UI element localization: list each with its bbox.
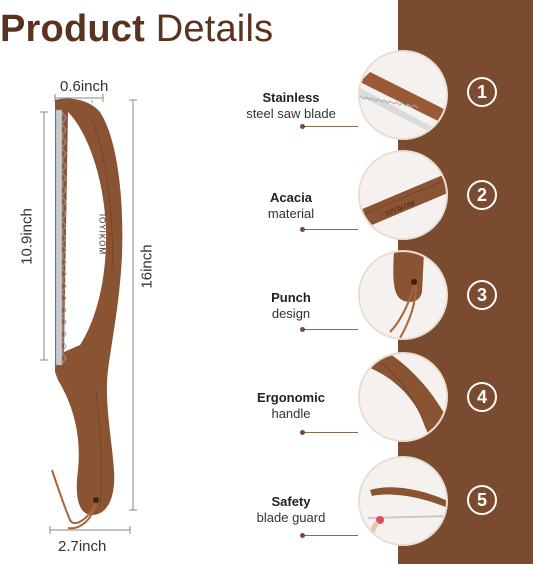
connector-dot bbox=[300, 533, 305, 538]
feature-5-photo bbox=[358, 456, 448, 546]
feature-number-badge: 3 bbox=[467, 280, 497, 310]
handle-width-label: 2.7inch bbox=[58, 538, 107, 555]
feature-title: Acacia bbox=[270, 190, 312, 205]
feature-1-connector bbox=[303, 126, 358, 127]
feature-title: Punch bbox=[271, 290, 311, 305]
title-regular: Details bbox=[155, 8, 274, 50]
feature-subtitle: handle bbox=[271, 406, 311, 421]
feature-2-connector bbox=[303, 229, 358, 230]
blade-thickness-label: 0.6inch bbox=[60, 78, 109, 95]
feature-4-connector bbox=[303, 432, 358, 433]
feature-title: Safety bbox=[271, 494, 311, 509]
feature-1-text: Stainless steel saw blade bbox=[221, 90, 361, 122]
feature-3-photo bbox=[358, 250, 448, 340]
feature-number-badge: 5 bbox=[467, 485, 497, 515]
feature-1-photo bbox=[358, 50, 448, 140]
feature-3-connector bbox=[303, 329, 358, 330]
feature-subtitle: blade guard bbox=[256, 510, 326, 525]
total-length-label: 16inch bbox=[138, 244, 156, 289]
feature-title: Ergonomic bbox=[257, 390, 325, 405]
page-title: Product Details bbox=[0, 8, 273, 51]
connector-dot bbox=[300, 124, 305, 129]
feature-2-text: Acacia material bbox=[221, 190, 361, 222]
feature-number-badge: 1 bbox=[467, 77, 497, 107]
feature-2-photo: IOYIKOM bbox=[358, 150, 448, 240]
connector-dot bbox=[300, 327, 305, 332]
feature-5-connector bbox=[303, 535, 358, 536]
feature-number-badge: 2 bbox=[467, 180, 497, 210]
brand-engraving: IOYIKOM bbox=[97, 213, 107, 256]
feature-subtitle: steel saw blade bbox=[246, 106, 336, 121]
blade-length-label: 10.9inch bbox=[18, 208, 36, 265]
title-bold: Product bbox=[0, 8, 145, 50]
feature-4-photo bbox=[358, 352, 448, 442]
feature-3-text: Punch design bbox=[221, 290, 361, 322]
connector-dot bbox=[300, 227, 305, 232]
feature-title: Stainless bbox=[262, 90, 320, 105]
saw-blade bbox=[55, 109, 63, 366]
connector-dot bbox=[300, 430, 305, 435]
feature-5-text: Safety blade guard bbox=[221, 494, 361, 526]
feature-subtitle: design bbox=[271, 306, 311, 321]
feature-subtitle: material bbox=[267, 206, 315, 221]
feature-4-text: Ergonomic handle bbox=[221, 390, 361, 422]
feature-number-badge: 4 bbox=[467, 382, 497, 412]
leather-strap bbox=[51, 469, 97, 530]
